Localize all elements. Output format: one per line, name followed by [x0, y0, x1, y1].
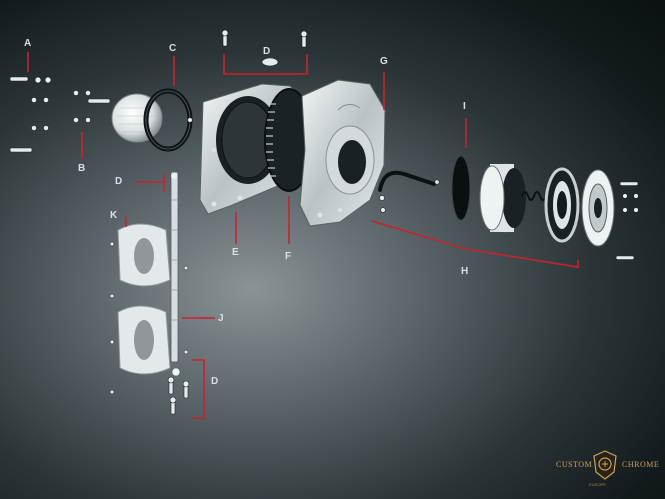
screw-group-a — [9, 76, 52, 153]
screw-group-d-top — [221, 29, 308, 67]
callout-d-top: D — [263, 46, 271, 57]
callout-d-left: D — [115, 176, 123, 187]
callout-d-bottom: D — [211, 376, 219, 387]
filter-pad-upper — [117, 223, 171, 287]
end-cap — [581, 169, 615, 247]
callout-f: F — [285, 251, 292, 262]
logo-emblem-icon — [593, 450, 617, 480]
callout-b: B — [78, 163, 86, 174]
screw-group-d-bottom — [167, 376, 190, 415]
leader-lines — [27, 52, 579, 419]
screw-group-b — [73, 90, 111, 123]
screw-group-right — [615, 181, 639, 260]
callout-e: E — [232, 247, 240, 258]
logo-word-right: CHROME — [622, 460, 660, 469]
brand-logo: CUSTOM CHROME EUROPE — [552, 450, 660, 490]
spring — [521, 191, 547, 201]
callout-i: I — [463, 101, 467, 112]
callout-k: K — [110, 210, 118, 221]
black-disc — [451, 155, 471, 221]
callout-h: H — [461, 266, 469, 277]
callout-c: C — [169, 43, 177, 54]
ring-stack — [544, 167, 580, 243]
lens-cover — [111, 93, 163, 143]
logo-word-left: CUSTOM — [556, 460, 593, 469]
support-strut — [170, 171, 181, 377]
callout-j: J — [218, 313, 225, 324]
drum-element — [479, 163, 526, 233]
callout-g: G — [380, 56, 389, 67]
callout-a: A — [24, 38, 32, 49]
logo-subtitle: EUROPE — [589, 482, 606, 487]
filter-pad-lower — [117, 305, 171, 375]
screw-group-h — [379, 179, 440, 213]
